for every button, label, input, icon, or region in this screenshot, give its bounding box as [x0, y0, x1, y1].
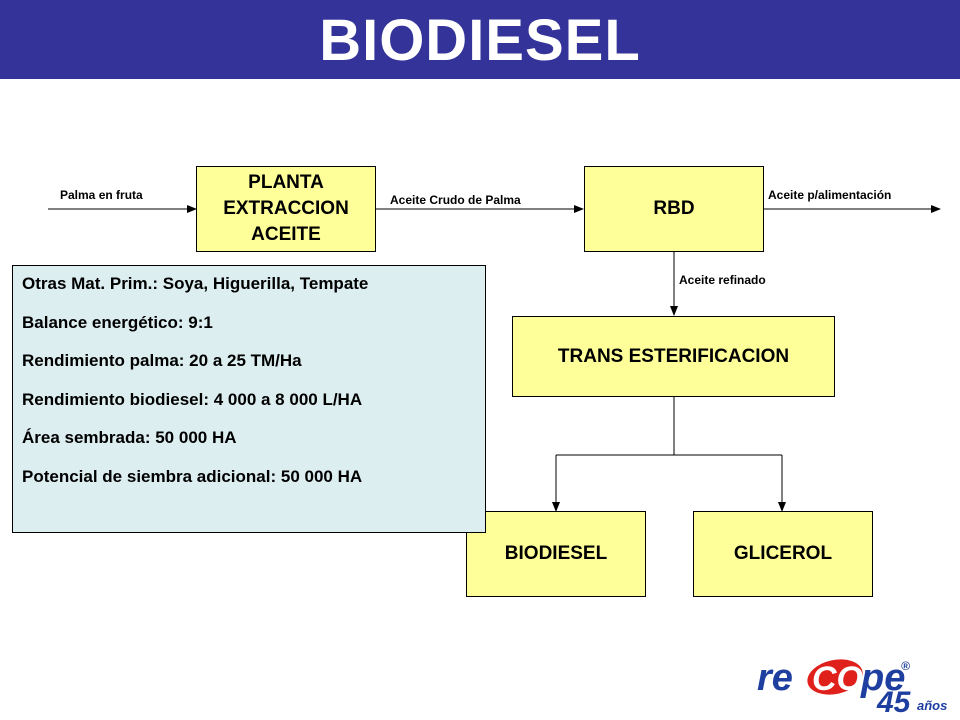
logo-text-pe: pe — [860, 657, 905, 699]
logo-text-re: re — [757, 657, 793, 699]
info-area-sembrada: Área sembrada: 50 000 HA — [22, 428, 237, 447]
info-rendimiento-palma: Rendimiento palma: 20 a 25 TM/Ha — [22, 351, 302, 370]
info-rendimiento-biodiesel: Rendimiento biodiesel: 4 000 a 8 000 L/H… — [22, 389, 363, 409]
node-glicerol: GLICEROL — [693, 511, 873, 597]
node-planta-extraccion: PLANTA EXTRACCION ACEITE — [196, 166, 376, 252]
title-bar — [0, 0, 960, 79]
label-aceite-crudo: Aceite Crudo de Palma — [390, 193, 521, 207]
page-title: BIODIESEL — [319, 8, 641, 73]
info-panel: Otras Mat. Prim.: Soya, Higuerilla, Temp… — [12, 265, 486, 533]
logo-red-oval — [807, 659, 863, 695]
node-biodiesel: BIODIESEL — [466, 511, 646, 597]
logo-years-number: 45 — [876, 686, 912, 714]
label-aceite-refinado: Aceite refinado — [679, 273, 766, 287]
logo-text-co: CO — [812, 660, 863, 698]
info-balance-energetico: Balance energético: 9:1 — [22, 312, 213, 332]
node-rbd: RBD — [584, 166, 764, 252]
info-otras-materias: Otras Mat. Prim.: Soya, Higuerilla, Temp… — [22, 274, 369, 293]
info-potencial-siembra: Potencial de siembra adicional: 50 000 H… — [22, 466, 363, 486]
logo-registered: ® — [901, 659, 910, 673]
recope-logo: re CO pe ® 45 años — [757, 657, 947, 714]
logo-years-word: años — [917, 698, 947, 713]
node-trans-esterificacion: TRANS ESTERIFICACION — [512, 316, 835, 397]
label-palma-en-fruta: Palma en fruta — [60, 188, 143, 202]
label-aceite-alimentacion: Aceite p/alimentación — [768, 188, 892, 202]
